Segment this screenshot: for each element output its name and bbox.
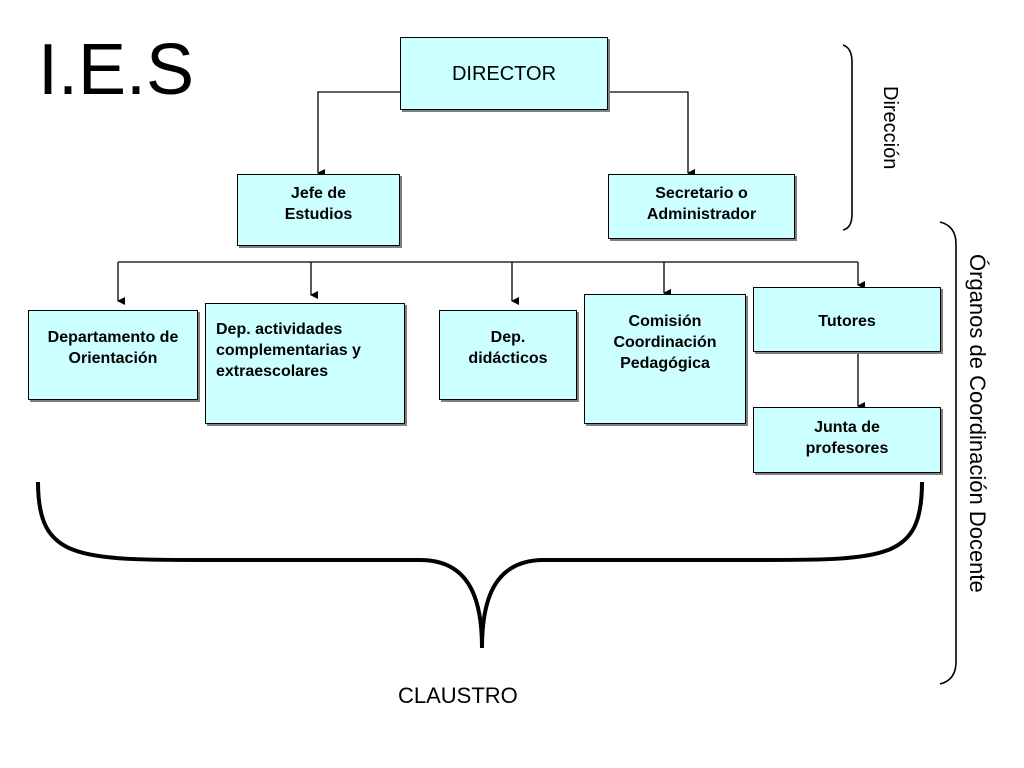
tutores-box: Tutores (753, 287, 941, 352)
page-title: I.E.S (38, 30, 195, 110)
tutores-label: Tutores (818, 313, 876, 330)
brace-direccion (842, 44, 853, 231)
secretario-line-2: Administrador (646, 206, 757, 223)
dep-orientacion-line-1: Departamento de (47, 329, 179, 346)
jefe-estudios-box: Jefe de Estudios (237, 174, 400, 246)
dep-actividades-line-2: complementarias y (216, 342, 361, 359)
dep-actividades-line-3: extraescolares (216, 363, 329, 380)
dep-orientacion-box: Departamento de Orientación (28, 310, 198, 400)
secretario-line-1: Secretario o (655, 185, 748, 202)
organos-label: Órganos de Coordinación Docente (965, 254, 990, 593)
direccion-label: Dirección (879, 86, 901, 170)
director-box: DIRECTOR (400, 37, 608, 110)
connector-director-secretario (608, 91, 695, 177)
director-label: DIRECTOR (451, 63, 557, 85)
connector-director-jefe (317, 91, 400, 177)
dep-didacticos-line-1: Dep. (490, 329, 526, 346)
dep-actividades-line-1: Dep. actividades (216, 321, 343, 338)
comision-line-1: Comisión (628, 313, 702, 330)
junta-line-2: profesores (805, 440, 889, 457)
dep-orientacion-line-2: Orientación (68, 350, 158, 367)
jefe-estudios-line-2: Estudios (284, 206, 353, 223)
brace-claustro (36, 481, 924, 649)
junta-line-1: Junta de (814, 419, 880, 436)
jefe-estudios-line-1: Jefe de (290, 185, 347, 202)
dep-didacticos-box: Dep. didácticos (439, 310, 577, 400)
comision-line-2: Coordinación (613, 334, 717, 351)
brace-organos (939, 221, 957, 685)
junta-profesores-box: Junta de profesores (753, 407, 941, 473)
comision-box: Comisión Coordinación Pedagógica (584, 294, 746, 424)
secretario-box: Secretario o Administrador (608, 174, 795, 239)
claustro-label: CLAUSTRO (398, 683, 518, 708)
dep-actividades-box: Dep. actividades complementarias y extra… (205, 303, 405, 424)
comision-line-3: Pedagógica (620, 355, 710, 372)
dep-didacticos-line-2: didácticos (468, 350, 548, 367)
